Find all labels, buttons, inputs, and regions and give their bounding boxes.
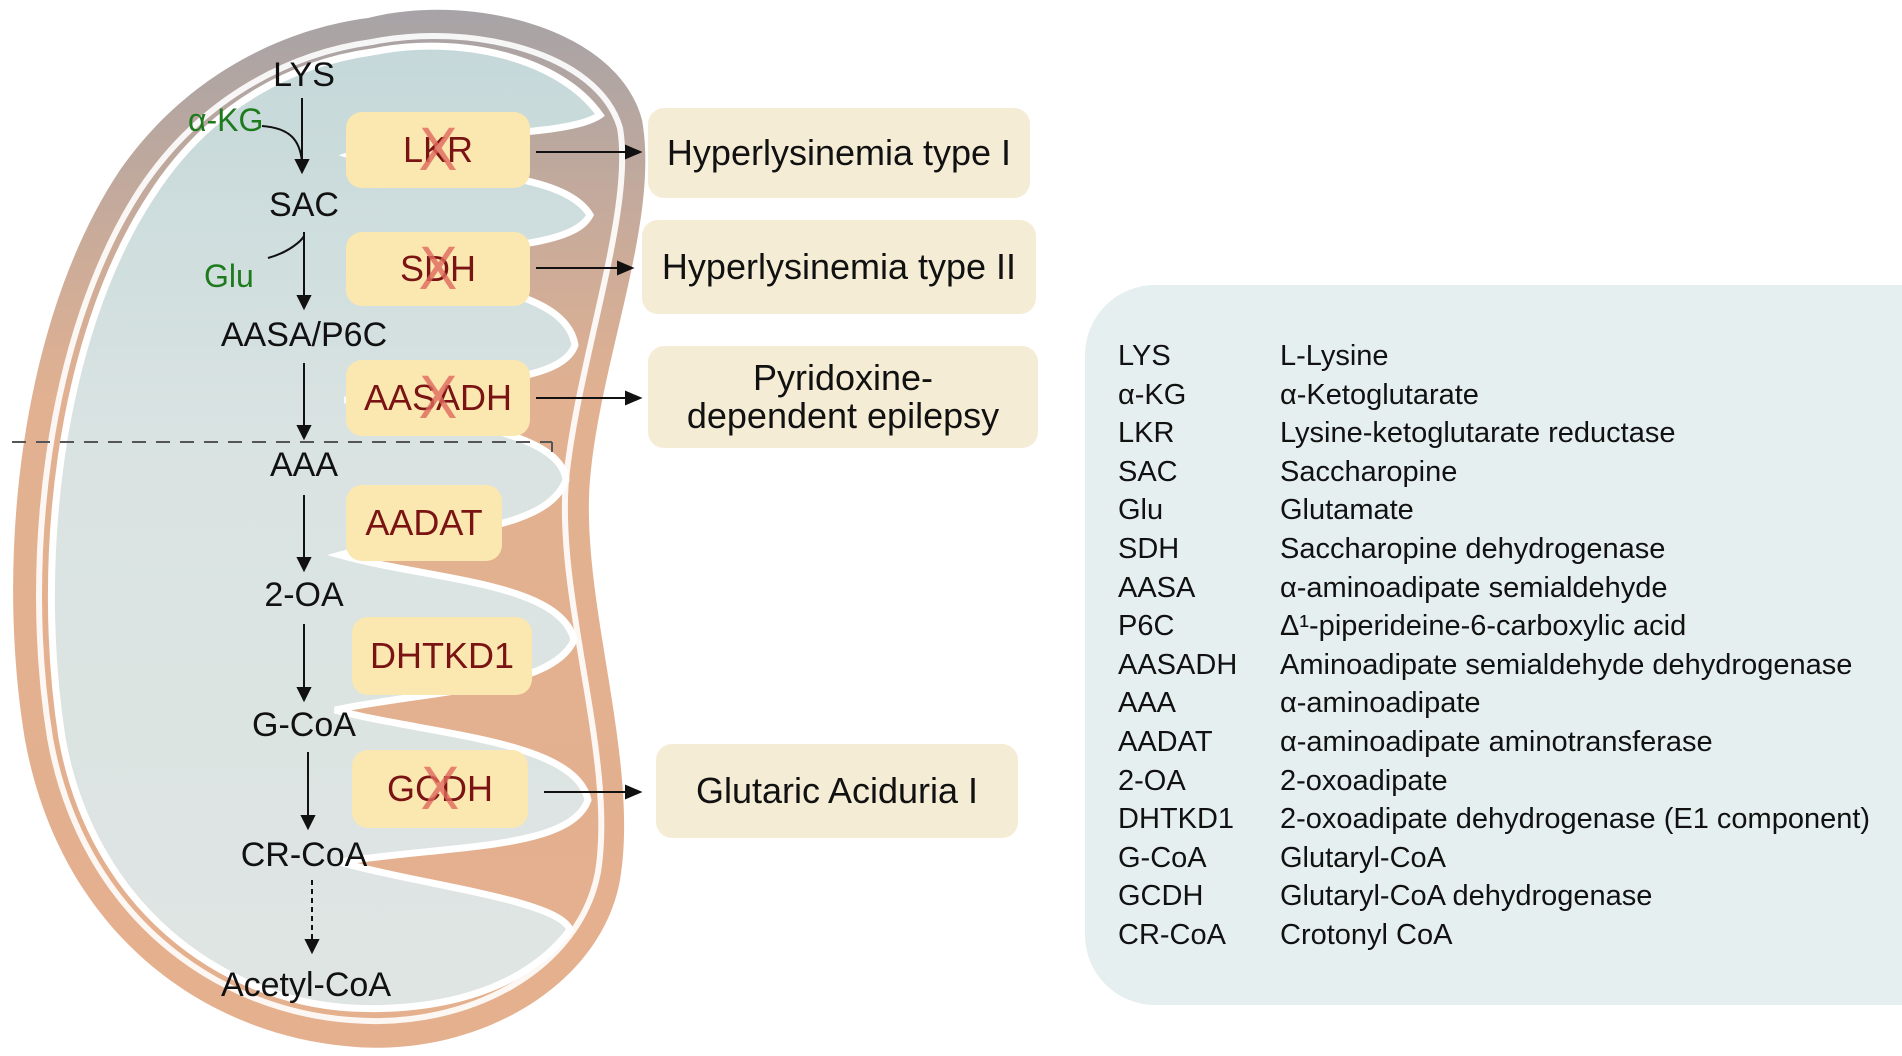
- legend-full-name: α-aminoadipate aminotransferase: [1280, 726, 1713, 758]
- pathway-arrows: [294, 98, 320, 955]
- legend-full-name: α-Ketoglutarate: [1280, 378, 1479, 411]
- cofactor-glu: Glu: [204, 258, 254, 294]
- enzyme-label: AASADH: [363, 377, 513, 418]
- legend-full-name: 2-oxoadipate: [1280, 764, 1448, 797]
- disease-glutaric-aciduria-1: Glutaric Aciduria I: [656, 744, 1018, 838]
- legend-abbreviation: 2-OA: [1118, 764, 1186, 797]
- metabolite-aasa-p6c: AASA/P6C: [220, 316, 388, 354]
- legend-abbreviation: AASADH: [1118, 648, 1238, 681]
- disease-pde-line2: dependent epilepsy: [686, 395, 1000, 436]
- metabolite-aaa: AAA: [269, 446, 339, 484]
- legend-full-name: Lysine-ketoglutarate reductase: [1280, 417, 1676, 450]
- legend-full-name: Glutaryl-CoA: [1280, 841, 1446, 874]
- legend-abbreviation: SAC: [1118, 455, 1178, 488]
- enzyme-label: LKR: [402, 129, 474, 170]
- legend-full-name: Glutaryl-CoA dehydrogenase: [1280, 880, 1653, 913]
- legend-abbreviation: AASA: [1118, 571, 1196, 604]
- abbreviation-legend-panel: [1085, 285, 1902, 1005]
- disease-hyperlysinemia-type-1: Hyperlysinemia type I: [648, 108, 1030, 198]
- legend-full-name: Glutamate: [1280, 494, 1414, 527]
- legend-full-name: Saccharopine: [1280, 455, 1458, 488]
- legend-full-name: Aminoadipate semialdehyde dehydrogenase: [1280, 648, 1853, 681]
- akg-curve: [261, 125, 303, 163]
- metabolite-sac: SAC: [269, 186, 339, 224]
- legend-abbreviation: AADAT: [1118, 726, 1213, 758]
- legend-full-name: Δ¹-piperideine-6-carboxylic acid: [1280, 610, 1687, 643]
- enzyme-aadat: AADAT: [346, 485, 502, 561]
- legend-full-name: Crotonyl CoA: [1280, 919, 1453, 951]
- legend-abbreviation: α-KG: [1118, 378, 1187, 411]
- enzyme-label: GCDH: [387, 768, 493, 809]
- metabolite-g-coa: G-CoA: [252, 706, 356, 744]
- legend-abbreviation: Glu: [1118, 494, 1164, 527]
- legend-abbreviation: GCDH: [1118, 880, 1204, 913]
- disease-arrows: [536, 144, 643, 800]
- legend-full-name: L-Lysine: [1280, 340, 1389, 372]
- cofactor-akg: α-KG: [188, 102, 264, 138]
- disease-pde-line1: Pyridoxine-: [752, 357, 934, 399]
- metabolite-lys: LYS: [273, 56, 335, 94]
- metabolite-cr-coa: CR-CoA: [240, 836, 368, 874]
- metabolite-acetyl-coa: Acetyl-CoA: [220, 966, 392, 1004]
- enzyme-label: SDH: [399, 248, 476, 289]
- deficiency-x-icon: X: [418, 116, 458, 184]
- legend-full-name: Saccharopine dehydrogenase: [1280, 533, 1666, 565]
- legend-abbreviation: DHTKD1: [1118, 803, 1235, 836]
- legend-abbreviation: LYS: [1118, 340, 1171, 372]
- legend-full-name: α-aminoadipate: [1280, 687, 1481, 720]
- enzyme-label: DHTKD1: [369, 635, 515, 676]
- enzyme-gcdh: GCDH X: [352, 750, 528, 828]
- enzyme-aasadh: AASADH X: [346, 360, 530, 436]
- legend-abbreviation: P6C: [1118, 610, 1175, 643]
- legend-abbreviation: LKR: [1118, 417, 1175, 450]
- deficiency-x-icon: X: [420, 755, 460, 823]
- metabolite-2-oa: 2-OA: [264, 576, 344, 614]
- enzyme-sdh: SDH X: [346, 232, 530, 306]
- deficiency-x-icon: X: [418, 235, 458, 303]
- legend-abbreviation: AAA: [1118, 687, 1177, 720]
- legend-full-name: α-aminoadipate semialdehyde: [1280, 571, 1668, 604]
- deficiency-x-icon: X: [418, 364, 458, 432]
- inner-membrane-outline: [36, 33, 626, 1024]
- legend-abbreviation: G-CoA: [1118, 841, 1207, 874]
- legend-abbreviation: CR-CoA: [1118, 919, 1226, 951]
- enzyme-dhtkd1: DHTKD1: [352, 617, 532, 695]
- disease-hyperlysinemia-type-2: Hyperlysinemia type II: [642, 220, 1036, 314]
- enzyme-lkr: LKR X: [346, 112, 530, 188]
- enzyme-label: AADAT: [365, 502, 483, 543]
- legend-abbreviation: SDH: [1118, 533, 1180, 565]
- disease-pyridoxine-dependent-epilepsy: Pyridoxine- dependent epilepsy: [648, 346, 1038, 448]
- glu-curve: [267, 235, 305, 259]
- legend-full-name: 2-oxoadipate dehydrogenase (E1 component…: [1280, 803, 1871, 836]
